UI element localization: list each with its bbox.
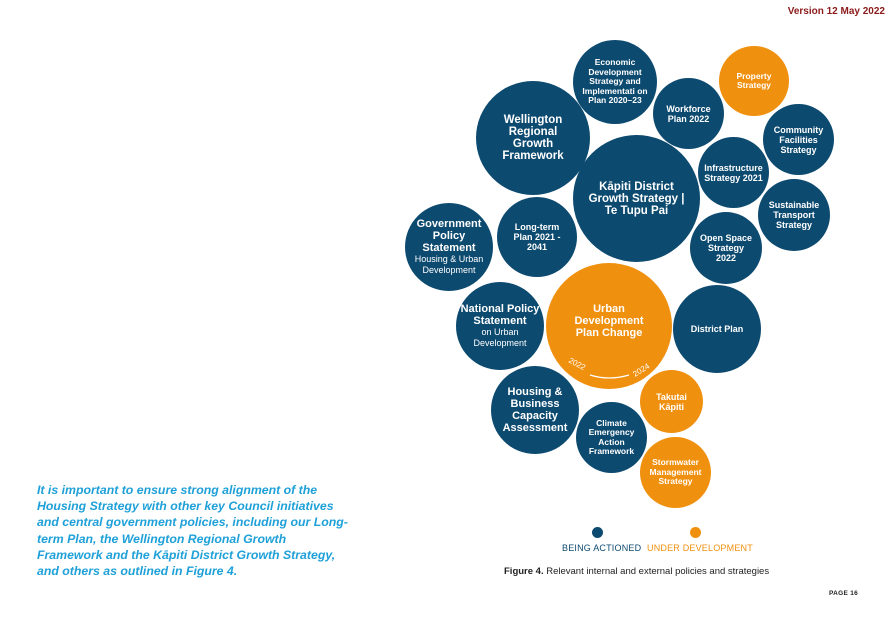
bubble-workforce-plan: Workforce Plan 2022 bbox=[653, 78, 724, 149]
bubble-housing-business-capacity-assessment: Housing & Business Capacity Assessment bbox=[491, 366, 579, 454]
bubble-label: Open Space Strategy 2022 bbox=[699, 233, 753, 263]
bubble-urban-development-plan-change: Urban Development Plan Change bbox=[546, 263, 672, 389]
bubble-community-facilities-strategy: Community Facilities Strategy bbox=[763, 104, 834, 175]
bubble-national-policy-statement: National Policy Statement on Urban Devel… bbox=[456, 282, 544, 370]
bubble-open-space-strategy: Open Space Strategy 2022 bbox=[690, 212, 762, 284]
bubble-label: Housing & Business Capacity Assessment bbox=[502, 386, 568, 434]
legend-dot-being-actioned bbox=[592, 527, 603, 538]
bubble-long-term-plan: Long-term Plan 2021 - 2041 bbox=[497, 197, 577, 277]
intro-text: It is important to ensure strong alignme… bbox=[37, 483, 348, 579]
bubble-label: Takutai Kāpiti bbox=[656, 391, 687, 412]
bubble-label: Sustainable Transport Strategy bbox=[768, 200, 820, 230]
bubble-infrastructure-strategy: Infrastructure Strategy 2021 bbox=[698, 137, 769, 208]
bubble-label: Climate Emergency Action Framework bbox=[588, 417, 635, 456]
bubble-kapiti-district-growth-strategy: Kāpiti District Growth Strategy | Te Tup… bbox=[573, 135, 700, 262]
bubble-sustainable-transport-strategy: Sustainable Transport Strategy bbox=[758, 179, 830, 251]
bubble-label: Wellington Regional Growth Framework bbox=[502, 114, 564, 162]
bubble-label: Long-term Plan 2021 - 2041 bbox=[513, 222, 561, 252]
legend-dot-under-development bbox=[690, 527, 701, 538]
bubble-label: District Plan bbox=[690, 324, 744, 334]
bubble-climate-emergency-action-framework: Climate Emergency Action Framework bbox=[576, 402, 647, 473]
bubble-property-strategy: Property Strategy bbox=[719, 46, 789, 116]
bubble-label: Kāpiti District Growth Strategy | Te Tup… bbox=[588, 180, 685, 217]
bubble-government-policy-statement: Government Policy Statement Housing & Ur… bbox=[405, 203, 493, 291]
bubble-label: Economic Development Strategy and Implem… bbox=[582, 57, 648, 106]
bubble-economic-development-strategy: Economic Development Strategy and Implem… bbox=[573, 40, 657, 124]
figure-caption-text: Relevant internal and external policies … bbox=[546, 566, 770, 577]
page-number: PAGE 16 bbox=[829, 590, 859, 597]
bubble-label: Workforce Plan 2022 bbox=[666, 103, 711, 124]
bubble-label: Urban Development Plan Change bbox=[574, 303, 644, 339]
bubble-sublabel: on Urban Development bbox=[473, 327, 527, 348]
figure-caption: Figure 4. Relevant internal and external… bbox=[504, 566, 769, 577]
bubble-label: Infrastructure Strategy 2021 bbox=[704, 162, 763, 183]
bubble-wellington-regional-growth-framework: Wellington Regional Growth Framework bbox=[476, 81, 590, 195]
bubble-label: Stormwater Management Strategy bbox=[649, 457, 702, 487]
bubble-label: Government Policy Statement bbox=[416, 218, 482, 254]
version-label: Version 12 May 2022 bbox=[787, 6, 885, 17]
bubble-label: Community Facilities Strategy bbox=[773, 124, 824, 155]
bubble-sublabel: Housing & Urban Development bbox=[414, 254, 484, 275]
bubble-district-plan: District Plan bbox=[673, 285, 761, 373]
figure-caption-label: Figure 4. bbox=[504, 566, 544, 577]
bubble-takutai-kapiti: Takutai Kāpiti bbox=[640, 370, 703, 433]
legend-label-being-actioned: BEING ACTIONED bbox=[562, 543, 642, 553]
bubble-label: National Policy Statement bbox=[460, 303, 540, 327]
legend-label-under-development: UNDER DEVELOPMENT bbox=[647, 543, 753, 553]
bubble-label: Property Strategy bbox=[736, 70, 772, 90]
bubble-stormwater-management-strategy: Stormwater Management Strategy bbox=[640, 437, 711, 508]
